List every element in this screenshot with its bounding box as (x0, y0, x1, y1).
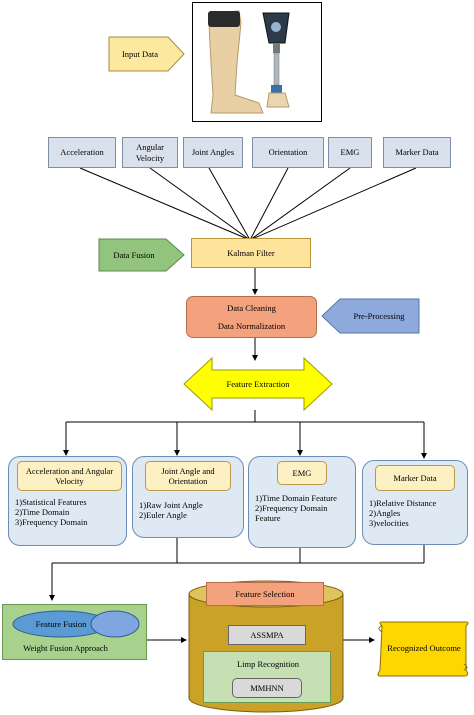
panel-4-item: 1)Relative Distance (369, 498, 437, 508)
weight-fusion-label: Weight Fusion Approach (23, 642, 108, 653)
data-fusion-arrow (98, 238, 185, 272)
mmhnn-box: MMHNN (232, 678, 302, 698)
panel-4-item: 2)Angles (369, 508, 401, 519)
panel-2-items: 1)Raw Joint Angle 2)Euler Angle (139, 500, 239, 520)
limp-recognition-box: Limp Recognition MMHNN (203, 651, 331, 703)
feature-fusion-box: Feature Fusion Weight Fusion Approach (2, 604, 147, 660)
data-cleaning-label: Data Cleaning (227, 303, 276, 314)
panel-4-items: 1)Relative Distance 2)Angles 3)velocitie… (369, 498, 465, 529)
data-fusion-label: Data Fusion (113, 249, 155, 260)
feature-extraction-arrow (183, 356, 333, 412)
feature-selection-box: Feature Selection (206, 582, 324, 606)
panel-3-item: 1)Time Domain Feature (255, 493, 337, 503)
fan-in-lines (79, 167, 417, 241)
data-normalization-label: Data Normalization (217, 320, 286, 331)
recognized-outcome-label: Recognized Outcome (387, 642, 461, 653)
panel-4-title: Marker Data (375, 465, 455, 491)
pre-processing-arrow (321, 298, 420, 334)
panel-2-item: 2)Euler Angle (139, 510, 187, 521)
panel-3-item: 2)Frequency Domain Feature (255, 503, 328, 524)
panel-3-items: 1)Time Domain Feature 2)Frequency Domain… (255, 493, 353, 524)
panel-marker-data: Marker Data 1)Relative Distance 2)Angles… (362, 460, 468, 545)
panel-3-title: EMG (277, 461, 327, 485)
data-cleaning-box: Data Cleaning Data Normalization (186, 296, 317, 338)
source-emg: EMG (328, 137, 372, 168)
feature-fusion-label: Feature Fusion (35, 618, 87, 629)
prosthesis-image (192, 2, 322, 122)
input-data-label: Input Data (121, 48, 159, 59)
input-data-arrow (108, 36, 185, 72)
panel-emg: EMG 1)Time Domain Feature 2)Frequency Do… (248, 456, 356, 548)
prosthesis-illustration (208, 10, 290, 114)
panel-1-item: 3)Frequency Domain (15, 517, 88, 528)
limp-recognition-label: Limp Recognition (236, 658, 300, 669)
source-acceleration: Acceleration (48, 137, 116, 168)
panel-1-items: 1)Statistical Features 2)Time Domain 3)F… (15, 497, 125, 528)
assmpa-box: ASSMPA (228, 625, 306, 645)
feature-extraction-label: Feature Extraction (226, 378, 290, 389)
source-joint-angles: Joint Angles (183, 137, 243, 168)
panel-1-item: 1)Statistical Features (15, 497, 87, 507)
panel-joint-angle-orientation: Joint Angle and Orientation 1)Raw Joint … (132, 456, 244, 538)
panel-acceleration-angular-velocity: Acceleration and Angular Velocity 1)Stat… (8, 456, 127, 546)
pre-processing-label: Pre-Processing (353, 310, 405, 321)
source-marker-data: Marker Data (383, 137, 451, 168)
feature-fusion-ellipses (12, 610, 140, 638)
panel-1-title: Acceleration and Angular Velocity (17, 461, 122, 491)
panel-2-title: Joint Angle and Orientation (145, 461, 231, 491)
kalman-filter-box: Kalman Filter (191, 238, 311, 268)
panel-1-item: 2)Time Domain (15, 507, 70, 518)
source-orientation: Orientation (252, 137, 324, 168)
source-angular-velocity: Angular Velocity (122, 137, 178, 168)
panel-2-item: 1)Raw Joint Angle (139, 500, 203, 510)
panel-4-item: 3)velocities (369, 518, 409, 529)
recognized-outcome-scroll (377, 621, 469, 677)
